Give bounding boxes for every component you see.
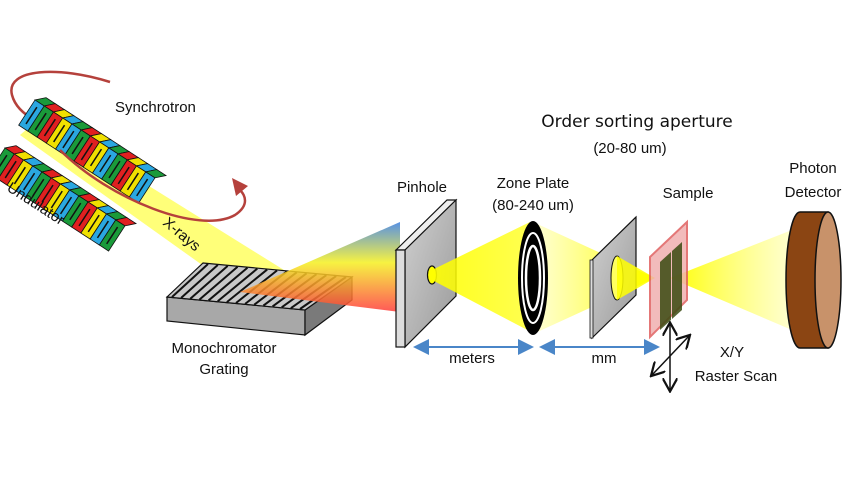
magnet-polarity-mark xyxy=(108,160,121,179)
magnet-polarity-mark xyxy=(96,220,109,239)
grating-groove xyxy=(198,266,239,301)
zone-plate-label: Zone Plate xyxy=(497,175,570,192)
magnet-polarity-mark xyxy=(69,202,82,221)
magnet-polarity-mark xyxy=(99,154,112,173)
mm-label: mm xyxy=(592,350,617,367)
magnet-polarity-mark xyxy=(32,178,45,197)
beam-cone-1 xyxy=(432,222,535,334)
magnet-polarity-mark xyxy=(59,196,73,215)
synchrotron-orbit-front xyxy=(59,149,247,222)
dispersed-beam xyxy=(240,222,400,312)
synchrotron-label: Synchrotron xyxy=(115,99,196,116)
magnet-polarity-mark xyxy=(43,118,56,137)
magnet-polarity-mark xyxy=(136,178,149,197)
grating-groove xyxy=(217,267,258,303)
grating-groove xyxy=(171,263,209,298)
magnet-polarity-mark xyxy=(41,184,54,203)
magnet-polarity-mark xyxy=(53,124,66,143)
zone-plate xyxy=(518,221,548,335)
magnet-polarity-mark xyxy=(80,142,93,161)
grating-groove xyxy=(189,265,229,300)
magnet-polarity-mark xyxy=(71,136,84,155)
magnet-polarity-mark xyxy=(126,172,139,191)
magnet-polarity-mark xyxy=(4,160,17,179)
magnet-polarity-mark xyxy=(106,226,119,245)
magnet-polarity-mark xyxy=(13,166,26,185)
magnet-polarity-mark xyxy=(117,166,130,185)
grating-groove xyxy=(226,268,268,303)
magnet-polarity-mark xyxy=(23,172,36,191)
magnet-polarity-mark xyxy=(34,112,47,131)
orbit-arrowhead-icon xyxy=(232,178,248,196)
sample xyxy=(649,219,688,340)
grating-label-line1: Monochromator xyxy=(171,340,276,357)
sample-label: Sample xyxy=(663,185,714,202)
magnet-polarity-mark xyxy=(89,148,103,167)
undulator-upper-array xyxy=(18,97,168,204)
zone-plate-size-label: (80-240 um) xyxy=(492,197,574,214)
osa-label: Order sorting aperture xyxy=(541,112,733,132)
raster-label-line2: Raster Scan xyxy=(695,368,778,385)
meters-label: meters xyxy=(449,350,495,367)
pinhole-label: Pinhole xyxy=(397,179,447,196)
detector-label-line1: Photon xyxy=(789,160,837,177)
grating-groove xyxy=(207,266,249,302)
osa-size-label: (20-80 um) xyxy=(593,140,666,157)
magnet-polarity-mark xyxy=(87,214,100,233)
magnet-polarity-mark xyxy=(78,208,91,227)
grating-label-line2: Grating xyxy=(199,361,248,378)
photon-detector xyxy=(785,211,842,349)
grating-groove xyxy=(180,264,219,299)
order-sorting-aperture xyxy=(589,215,655,340)
beam-cone-3 xyxy=(670,230,792,330)
magnet-polarity-mark xyxy=(0,154,8,173)
undulator-lower-array xyxy=(0,145,138,252)
detector-label-line2: Detector xyxy=(785,184,842,201)
magnet-polarity-mark xyxy=(50,190,63,209)
magnet-polarity-mark xyxy=(62,130,75,149)
raster-label-line1: X/Y xyxy=(720,344,744,361)
magnet-polarity-mark xyxy=(25,106,38,125)
raster-diagonal-arrow-icon xyxy=(652,336,689,375)
